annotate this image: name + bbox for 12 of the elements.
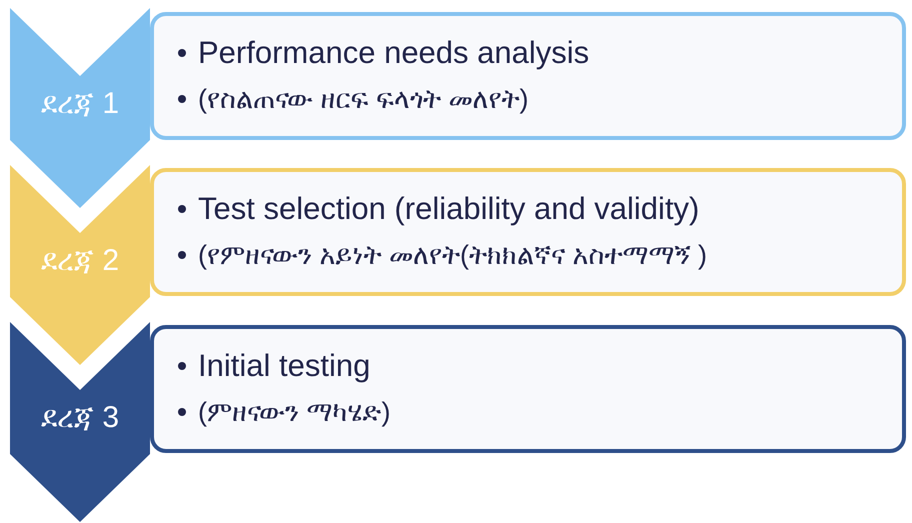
step-box — [150, 325, 906, 453]
bullet-text: Test selection (reliability and validity) — [198, 190, 700, 228]
step-label: ደረጃ 2 — [40, 243, 120, 279]
bullet-text: (የስልጠናው ዘርፍ ፍላጎት መለየት) — [198, 83, 528, 116]
step-box — [150, 168, 906, 296]
bullet-text: (የምዘናውን አይነት መለየት(ትክክልኛና አስተማማኝ ) — [198, 239, 707, 272]
bullet-text: (ምዘናውን ማካሄድ) — [198, 396, 390, 429]
bullet-text: Initial testing — [198, 347, 370, 385]
step-label: ደረጃ 3 — [40, 400, 120, 436]
step-box — [150, 12, 906, 140]
bullet-text: Performance needs analysis — [198, 34, 590, 72]
step-label: ደረጃ 1 — [40, 86, 120, 122]
